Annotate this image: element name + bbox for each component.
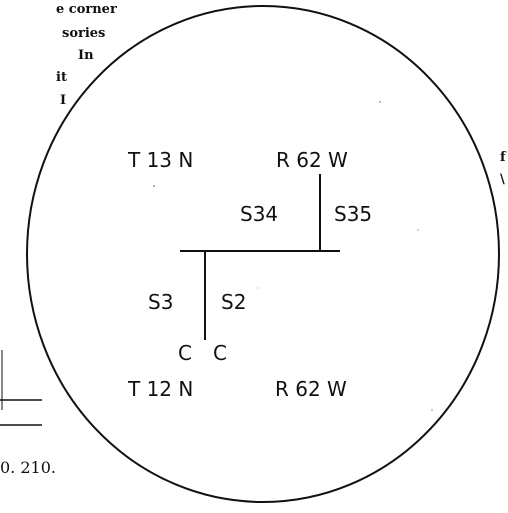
corner-mark-right: C — [213, 341, 227, 365]
cropped-text-line-2: sories — [62, 26, 106, 41]
top-township-label: T 13 N — [127, 148, 193, 172]
corner-mark-left: C — [178, 341, 192, 365]
cropped-text-right-2: \ — [500, 172, 505, 187]
bottom-range-label: R 62 W — [275, 377, 347, 401]
cropped-text-right-1: f — [500, 150, 506, 165]
scan-speck-3 — [417, 229, 419, 231]
section-3-label: S3 — [148, 290, 173, 314]
section-35-label: S35 — [334, 202, 372, 226]
scan-speck-1 — [153, 185, 155, 187]
cropped-text-line-3: In — [78, 48, 94, 63]
cropped-text-line-4: it — [56, 70, 67, 85]
cropped-text-line-1: e corner — [56, 2, 117, 17]
scan-speck-4 — [431, 409, 433, 411]
cropped-text-line-5: I — [60, 93, 67, 108]
scan-speck-2 — [379, 101, 381, 103]
bottom-left-caption: 0. 210. — [0, 458, 56, 477]
bottom-township-label: T 12 N — [127, 377, 193, 401]
section-34-label: S34 — [240, 202, 278, 226]
top-range-label: R 62 W — [276, 148, 348, 172]
section-2-label: S2 — [221, 290, 246, 314]
scan-speck-5 — [257, 287, 259, 289]
magnifier-circle — [26, 5, 500, 503]
